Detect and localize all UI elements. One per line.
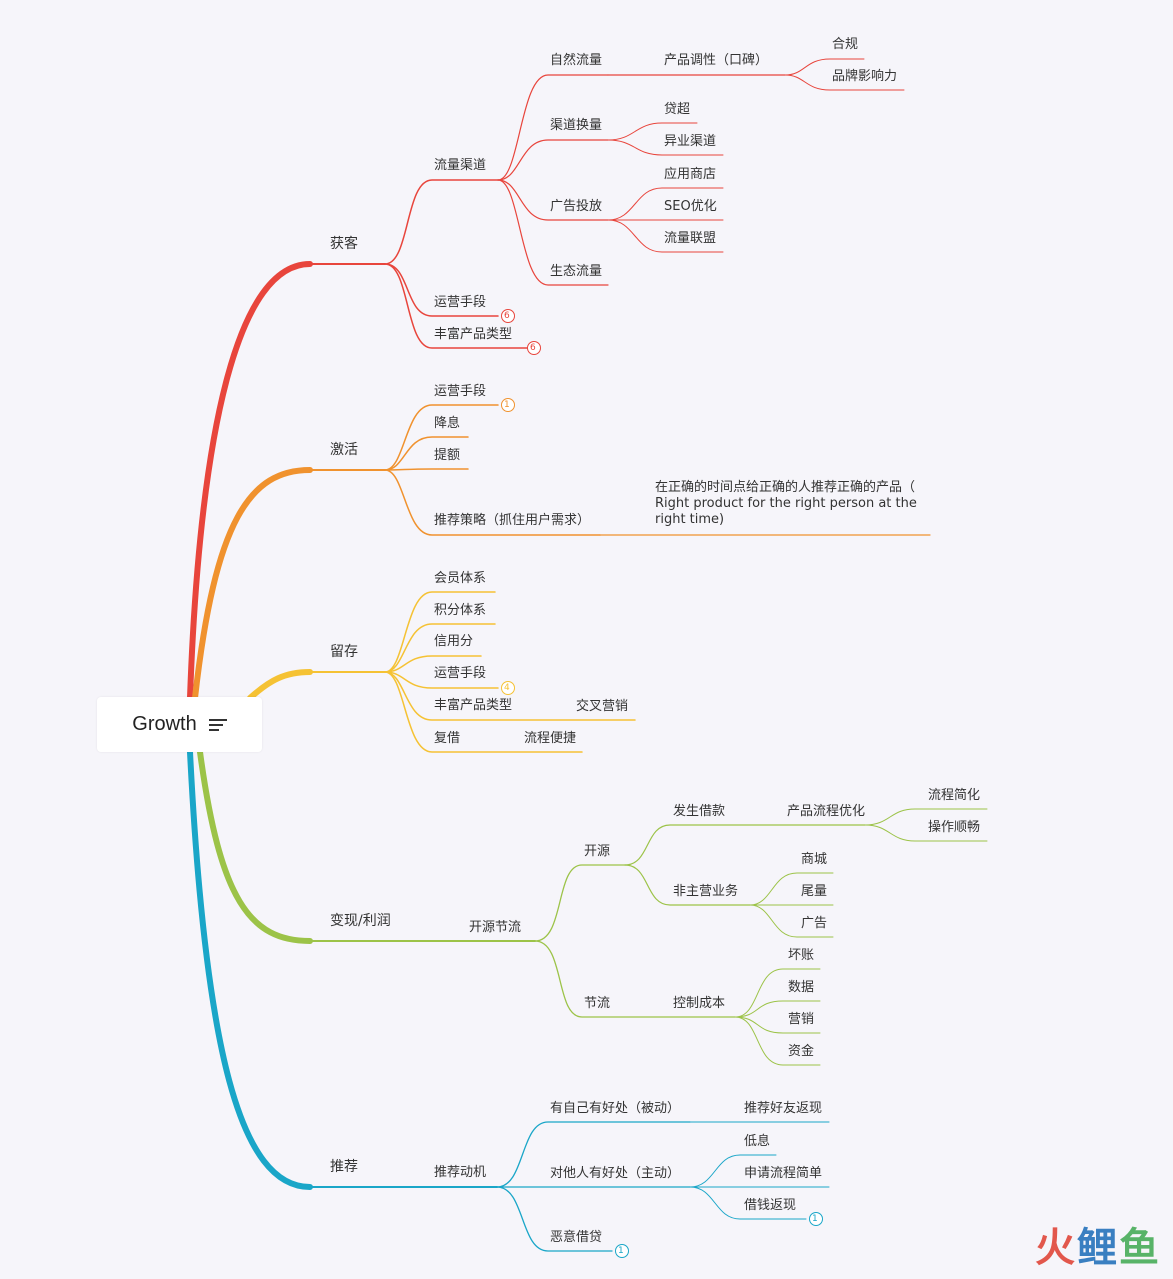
node-retain-rich-products[interactable]: 丰富产品类型	[434, 698, 513, 713]
node-tail-volume[interactable]: 尾量	[801, 884, 828, 899]
collapsed-count-badge[interactable]: 1	[504, 400, 510, 410]
root-label: Growth	[132, 713, 197, 735]
collapsed-count-badge[interactable]: 1	[812, 1214, 818, 1224]
node-cross-marketing[interactable]: 交叉营销	[576, 699, 629, 714]
node-malicious-borrow[interactable]: 恶意借贷	[550, 1230, 603, 1245]
acquire-branch-lines	[187, 58, 905, 701]
node-open-source[interactable]: 开源	[584, 844, 611, 859]
node-activate-ops[interactable]: 运营手段	[434, 384, 487, 399]
node-product-tone[interactable]: 产品调性（口碑）	[664, 53, 769, 68]
collapsed-count-badge[interactable]: 6	[530, 343, 536, 353]
node-borrow-happen[interactable]: 发生借款	[673, 804, 726, 819]
node-traffic-alliance[interactable]: 流量联盟	[664, 231, 717, 246]
node-simple-apply[interactable]: 申请流程简单	[744, 1166, 823, 1181]
retain-branch-lines	[247, 591, 636, 753]
node-flow-simplify[interactable]: 流程简化	[928, 788, 981, 803]
node-recommend-strategy[interactable]: 推荐策略（抓住用户需求）	[434, 513, 591, 528]
node-refer[interactable]: 推荐	[330, 1159, 358, 1175]
collapsed-count-badge[interactable]: 6	[504, 311, 510, 321]
node-fast-process[interactable]: 流程便捷	[524, 731, 577, 746]
collapsed-count-badge[interactable]: 1	[618, 1246, 624, 1256]
node-acquire-ops[interactable]: 运营手段	[434, 295, 487, 310]
menu-lines-icon[interactable]	[208, 718, 227, 732]
node-open-save[interactable]: 开源节流	[469, 920, 522, 935]
node-traffic-channel[interactable]: 流量渠道	[434, 158, 487, 173]
node-app-store[interactable]: 应用商店	[664, 167, 717, 182]
node-acquire-rich-products[interactable]: 丰富产品类型	[434, 327, 513, 342]
node-funds[interactable]: 资金	[788, 1044, 815, 1059]
node-brand-influence[interactable]: 品牌影响力	[832, 69, 898, 84]
node-mall[interactable]: 商城	[801, 852, 828, 867]
node-compliance[interactable]: 合规	[832, 37, 859, 52]
node-advertising[interactable]: 广告	[801, 916, 828, 931]
node-retain[interactable]: 留存	[330, 644, 358, 660]
node-monetize[interactable]: 变现/利润	[330, 913, 391, 929]
node-flow-optimize[interactable]: 产品流程优化	[787, 804, 866, 819]
node-credit-score[interactable]: 信用分	[434, 634, 474, 649]
node-eco-traffic[interactable]: 生态流量	[550, 264, 603, 279]
node-channel-swap[interactable]: 渠道换量	[550, 118, 603, 133]
node-control-cost[interactable]: 控制成本	[673, 996, 726, 1011]
node-points-system[interactable]: 积分体系	[434, 603, 487, 618]
node-non-core-business[interactable]: 非主营业务	[673, 884, 739, 899]
node-marketing[interactable]: 营销	[788, 1012, 815, 1027]
watermark-char-2: 鲤	[1077, 1225, 1119, 1271]
node-refer-motive[interactable]: 推荐动机	[434, 1165, 487, 1180]
node-friend-cashback[interactable]: 推荐好友返现	[744, 1101, 823, 1116]
node-self-benefit[interactable]: 有自己有好处（被动）	[550, 1101, 681, 1116]
node-others-benefit[interactable]: 对他人有好处（主动）	[550, 1166, 681, 1181]
node-low-rate[interactable]: 低息	[744, 1134, 771, 1149]
node-activate[interactable]: 激活	[330, 442, 358, 458]
activate-branch-lines	[192, 404, 931, 701]
node-loan-supermarket[interactable]: 贷超	[664, 102, 691, 117]
node-borrow-cashback[interactable]: 借钱返现	[744, 1198, 797, 1213]
refer-branch-lines	[187, 749, 830, 1252]
node-acquire[interactable]: 获客	[330, 236, 358, 252]
node-data[interactable]: 数据	[788, 980, 815, 995]
node-retain-ops[interactable]: 运营手段	[434, 666, 487, 681]
node-cost-save[interactable]: 节流	[584, 996, 611, 1011]
watermark-logo: 火鲤鱼	[1035, 1215, 1161, 1273]
node-seo[interactable]: SEO优化	[664, 199, 717, 214]
node-ad-placement[interactable]: 广告投放	[550, 199, 603, 214]
root-node[interactable]: Growth	[97, 697, 262, 752]
node-rate-cut[interactable]: 降息	[434, 416, 461, 431]
watermark-char-1: 火	[1035, 1225, 1077, 1271]
node-limit-increase[interactable]: 提额	[434, 448, 461, 463]
watermark-char-3: 鱼	[1119, 1225, 1161, 1271]
node-membership[interactable]: 会员体系	[434, 571, 487, 586]
node-smooth-ops[interactable]: 操作顺畅	[928, 820, 981, 835]
node-cross-industry-channel[interactable]: 异业渠道	[664, 134, 717, 149]
node-recommend-detail[interactable]: 在正确的时间点给正确的人推荐正确的产品（ Right product for t…	[655, 480, 917, 527]
node-bad-debt[interactable]: 坏账	[788, 948, 815, 963]
node-natural-traffic[interactable]: 自然流量	[550, 53, 603, 68]
monetize-branch-lines	[197, 749, 988, 1066]
node-reborrow[interactable]: 复借	[434, 731, 461, 746]
collapsed-count-badge[interactable]: 4	[504, 683, 510, 693]
